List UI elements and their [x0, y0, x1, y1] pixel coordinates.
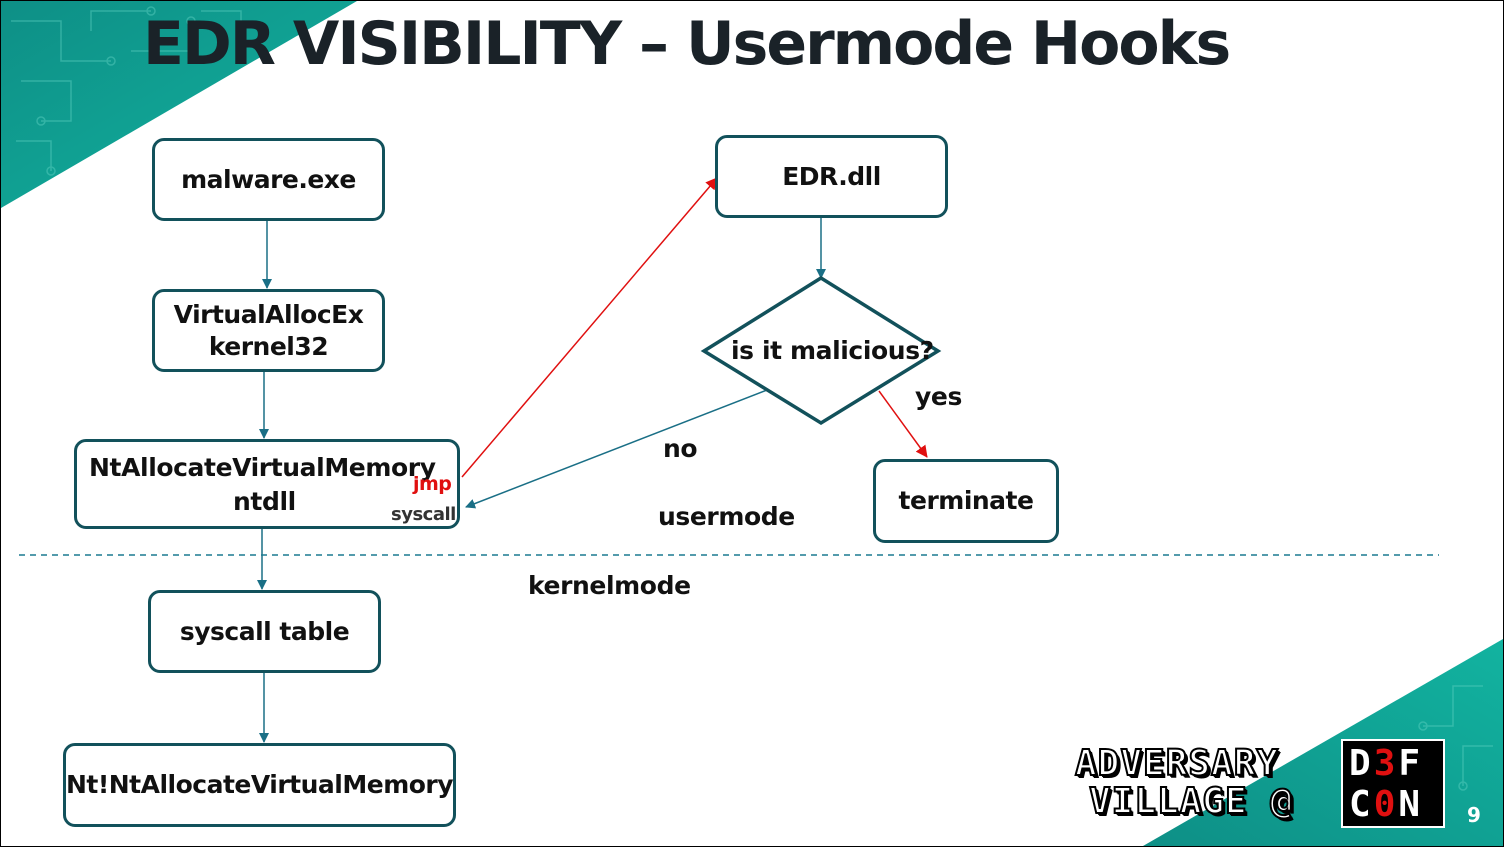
decision-question-label: is it malicious?: [731, 336, 934, 365]
terminate-box: terminate: [873, 459, 1059, 543]
usermode-label: usermode: [658, 502, 795, 531]
edr-dll-box: EDR.dll: [715, 135, 948, 218]
arrow-decision-no-to-ntdll: [465, 389, 768, 509]
ntallocatevirtualmemory-label: NtAllocateVirtualMemory: [89, 453, 436, 482]
kernel-ntallocatevirtualmemory-box: Nt!NtAllocateVirtualMemory: [63, 743, 456, 827]
logo-adversary-text: ADVERSARY: [1074, 742, 1280, 785]
kernel32-label: kernel32: [208, 331, 329, 361]
defcon-row-top: D3F: [1349, 744, 1423, 784]
slide-title: EDR VISIBILITY – Usermode Hooks: [143, 9, 1231, 79]
defcon-row-bottom: C0N: [1349, 785, 1423, 825]
syscall-instruction-label: syscall: [391, 504, 456, 525]
ntallocatevirtualmemory-ntdll-box: NtAllocateVirtualMemory ntdll jmp syscal…: [74, 439, 460, 529]
terminate-label: terminate: [898, 486, 1034, 515]
edr-dll-label: EDR.dll: [782, 161, 881, 191]
syscall-table-label: syscall table: [179, 616, 350, 646]
top-left-corner-decoration: [1, 1, 357, 208]
virtualallocex-label: VirtualAllocEx: [173, 299, 364, 329]
defcon-top-text: D3F: [1349, 743, 1424, 784]
logo-village-text: VILLAGE @: [1088, 780, 1294, 823]
decision-diamond: [700, 275, 942, 426]
kernelmode-label: kernelmode: [528, 571, 691, 600]
syscall-table-box: syscall table: [148, 590, 381, 673]
yes-label: yes: [915, 382, 962, 411]
arrow-hook-jmp-to-edr: [461, 177, 718, 478]
page-number: 9: [1467, 803, 1481, 827]
no-label: no: [663, 434, 698, 463]
defcon-badge: D3F C0N: [1341, 739, 1445, 828]
malware-exe-box: malware.exe: [152, 138, 385, 221]
defcon-bottom-text: C0N: [1349, 784, 1424, 825]
arrow-decision-yes-to-terminate: [878, 390, 928, 458]
ntdll-label: ntdll: [233, 487, 296, 516]
adversary-village-defcon-logo: ADVERSARY VILLAGE @ D3F C0N: [1071, 739, 1451, 831]
virtualallocex-kernel32-box: VirtualAllocEx kernel32: [152, 289, 385, 372]
malware-exe-label: malware.exe: [181, 164, 356, 194]
kernel-function-label: Nt!NtAllocateVirtualMemory: [65, 770, 454, 799]
jmp-hook-label: jmp: [413, 473, 452, 495]
